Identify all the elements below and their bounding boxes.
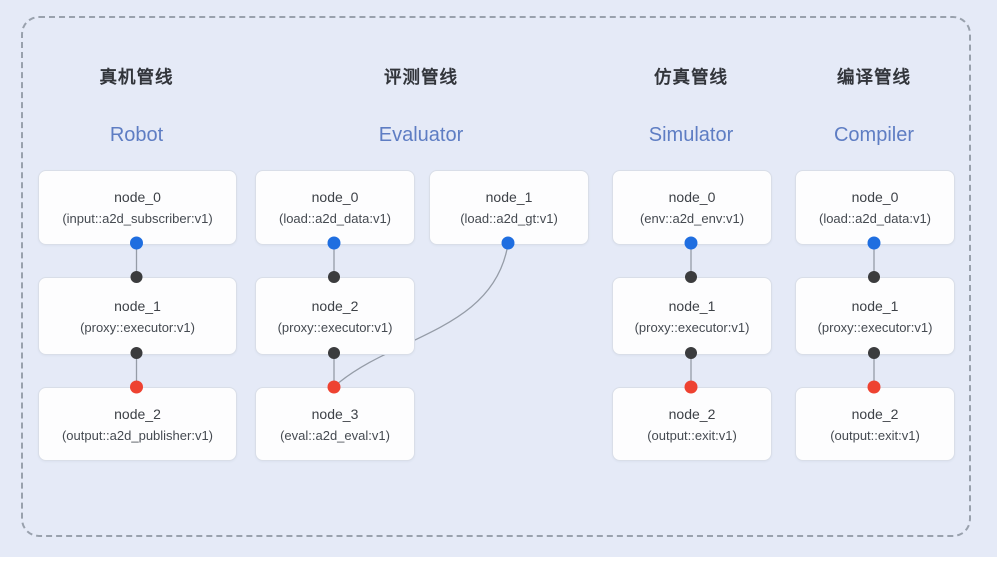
node-type: (eval::a2d_eval:v1)	[280, 427, 390, 443]
evaluator-node-0: node_0 (load::a2d_data:v1)	[255, 170, 415, 245]
node-name: node_2	[851, 405, 899, 422]
node-type: (proxy::executor:v1)	[817, 319, 933, 335]
pipeline-title-simulator-zh: 仿真管线	[654, 67, 728, 87]
pipeline-title-evaluator-en: Evaluator	[378, 124, 464, 146]
node-type: (env::a2d_env:v1)	[639, 211, 745, 226]
node-name: node_2	[114, 405, 161, 422]
robot-node-2: node_2 (output::a2d_publisher:v1)	[38, 387, 237, 461]
node-name: node_0	[851, 189, 899, 205]
pipeline-title-compiler-en: Compiler	[833, 124, 915, 146]
node-name: node_0	[311, 189, 359, 205]
robot-node-1: node_1 (proxy::executor:v1)	[38, 277, 237, 355]
node-type: (load::a2d_gt:v1)	[460, 211, 558, 226]
node-type: (output::exit:v1)	[830, 427, 920, 443]
pipeline-title-robot-zh: 真机管线	[99, 67, 174, 87]
node-type: (proxy::executor:v1)	[634, 319, 750, 335]
evaluator-node-2: node_2 (proxy::executor:v1)	[255, 277, 415, 355]
node-type: (output::a2d_publisher:v1)	[61, 427, 214, 443]
simulator-node-2: node_2 (output::exit:v1)	[612, 387, 772, 461]
node-name: node_3	[311, 405, 359, 422]
pipeline-title-evaluator-zh: 评测管线	[384, 67, 458, 87]
node-name: node_1	[668, 297, 716, 314]
pipeline-title-compiler-zh: 编译管线	[837, 67, 911, 87]
node-name: node_2	[311, 297, 359, 314]
node-name: node_1	[485, 189, 533, 205]
simulator-node-0: node_0 (env::a2d_env:v1)	[612, 170, 772, 245]
node-type: (proxy::executor:v1)	[277, 319, 393, 335]
node-name: node_0	[668, 189, 716, 205]
node-type: (output::exit:v1)	[647, 427, 737, 443]
dashed-frame	[21, 16, 971, 537]
node-name: node_0	[114, 189, 161, 205]
node-name: node_2	[668, 405, 716, 422]
pipeline-title-simulator-en: Simulator	[648, 124, 734, 146]
compiler-node-0: node_0 (load::a2d_data:v1)	[795, 170, 955, 245]
node-type: (load::a2d_data:v1)	[278, 211, 392, 226]
evaluator-node-3: node_3 (eval::a2d_eval:v1)	[255, 387, 415, 461]
pipeline-title-robot-en: Robot	[109, 124, 164, 146]
evaluator-node-1: node_1 (load::a2d_gt:v1)	[429, 170, 589, 245]
robot-node-0: node_0 (input::a2d_subscriber:v1)	[38, 170, 237, 245]
node-type: (proxy::executor:v1)	[80, 319, 195, 335]
simulator-node-1: node_1 (proxy::executor:v1)	[612, 277, 772, 355]
node-type: (input::a2d_subscriber:v1)	[62, 211, 213, 226]
node-name: node_1	[114, 297, 161, 314]
compiler-node-2: node_2 (output::exit:v1)	[795, 387, 955, 461]
node-type: (load::a2d_data:v1)	[818, 211, 932, 226]
compiler-node-1: node_1 (proxy::executor:v1)	[795, 277, 955, 355]
node-name: node_1	[851, 297, 899, 314]
